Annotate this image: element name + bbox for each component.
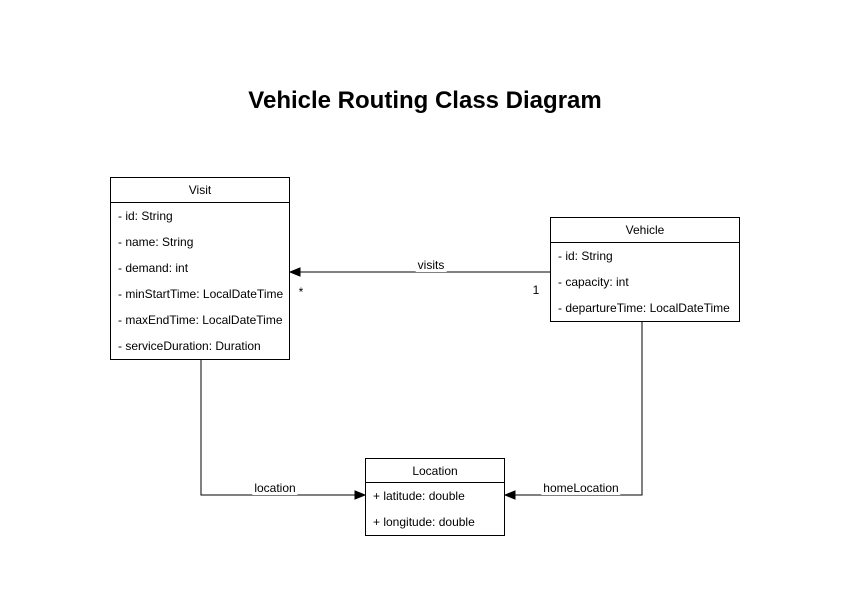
attribute-row: - departureTime: LocalDateTime	[558, 301, 730, 315]
class-location: Location + latitude: double + longitude:…	[365, 458, 505, 536]
attribute-row: - id: String	[558, 249, 613, 263]
page-title: Vehicle Routing Class Diagram	[248, 87, 602, 114]
attribute-row: - id: String	[118, 209, 173, 223]
class-visit-title: Visit	[111, 178, 289, 203]
location-edge	[200, 360, 365, 495]
attribute-row: - demand: int	[118, 261, 189, 275]
class-vehicle: Vehicle - id: String - capacity: int - d…	[550, 217, 740, 322]
class-vehicle-title: Vehicle	[551, 218, 739, 243]
location-edge-label: location	[252, 481, 298, 495]
attribute-row: + latitude: double	[373, 489, 465, 503]
attribute-row: - capacity: int	[558, 275, 629, 289]
attribute-row: - serviceDuration: Duration	[118, 339, 261, 353]
visits-source-multiplicity: 1	[532, 283, 540, 297]
attribute-row: + longitude: double	[373, 515, 475, 529]
attribute-row: - name: String	[118, 235, 194, 249]
class-location-title: Location	[366, 459, 504, 483]
homelocation-edge	[505, 320, 643, 495]
attribute-row: - minStartTime: LocalDateTime	[118, 287, 284, 301]
visits-edge-label: visits	[415, 258, 447, 272]
visits-target-multiplicity: *	[298, 285, 304, 299]
attribute-row: - maxEndTime: LocalDateTime	[118, 313, 283, 327]
class-visit: Visit - id: String - name: String - dema…	[110, 177, 290, 360]
homelocation-edge-label: homeLocation	[541, 481, 621, 495]
